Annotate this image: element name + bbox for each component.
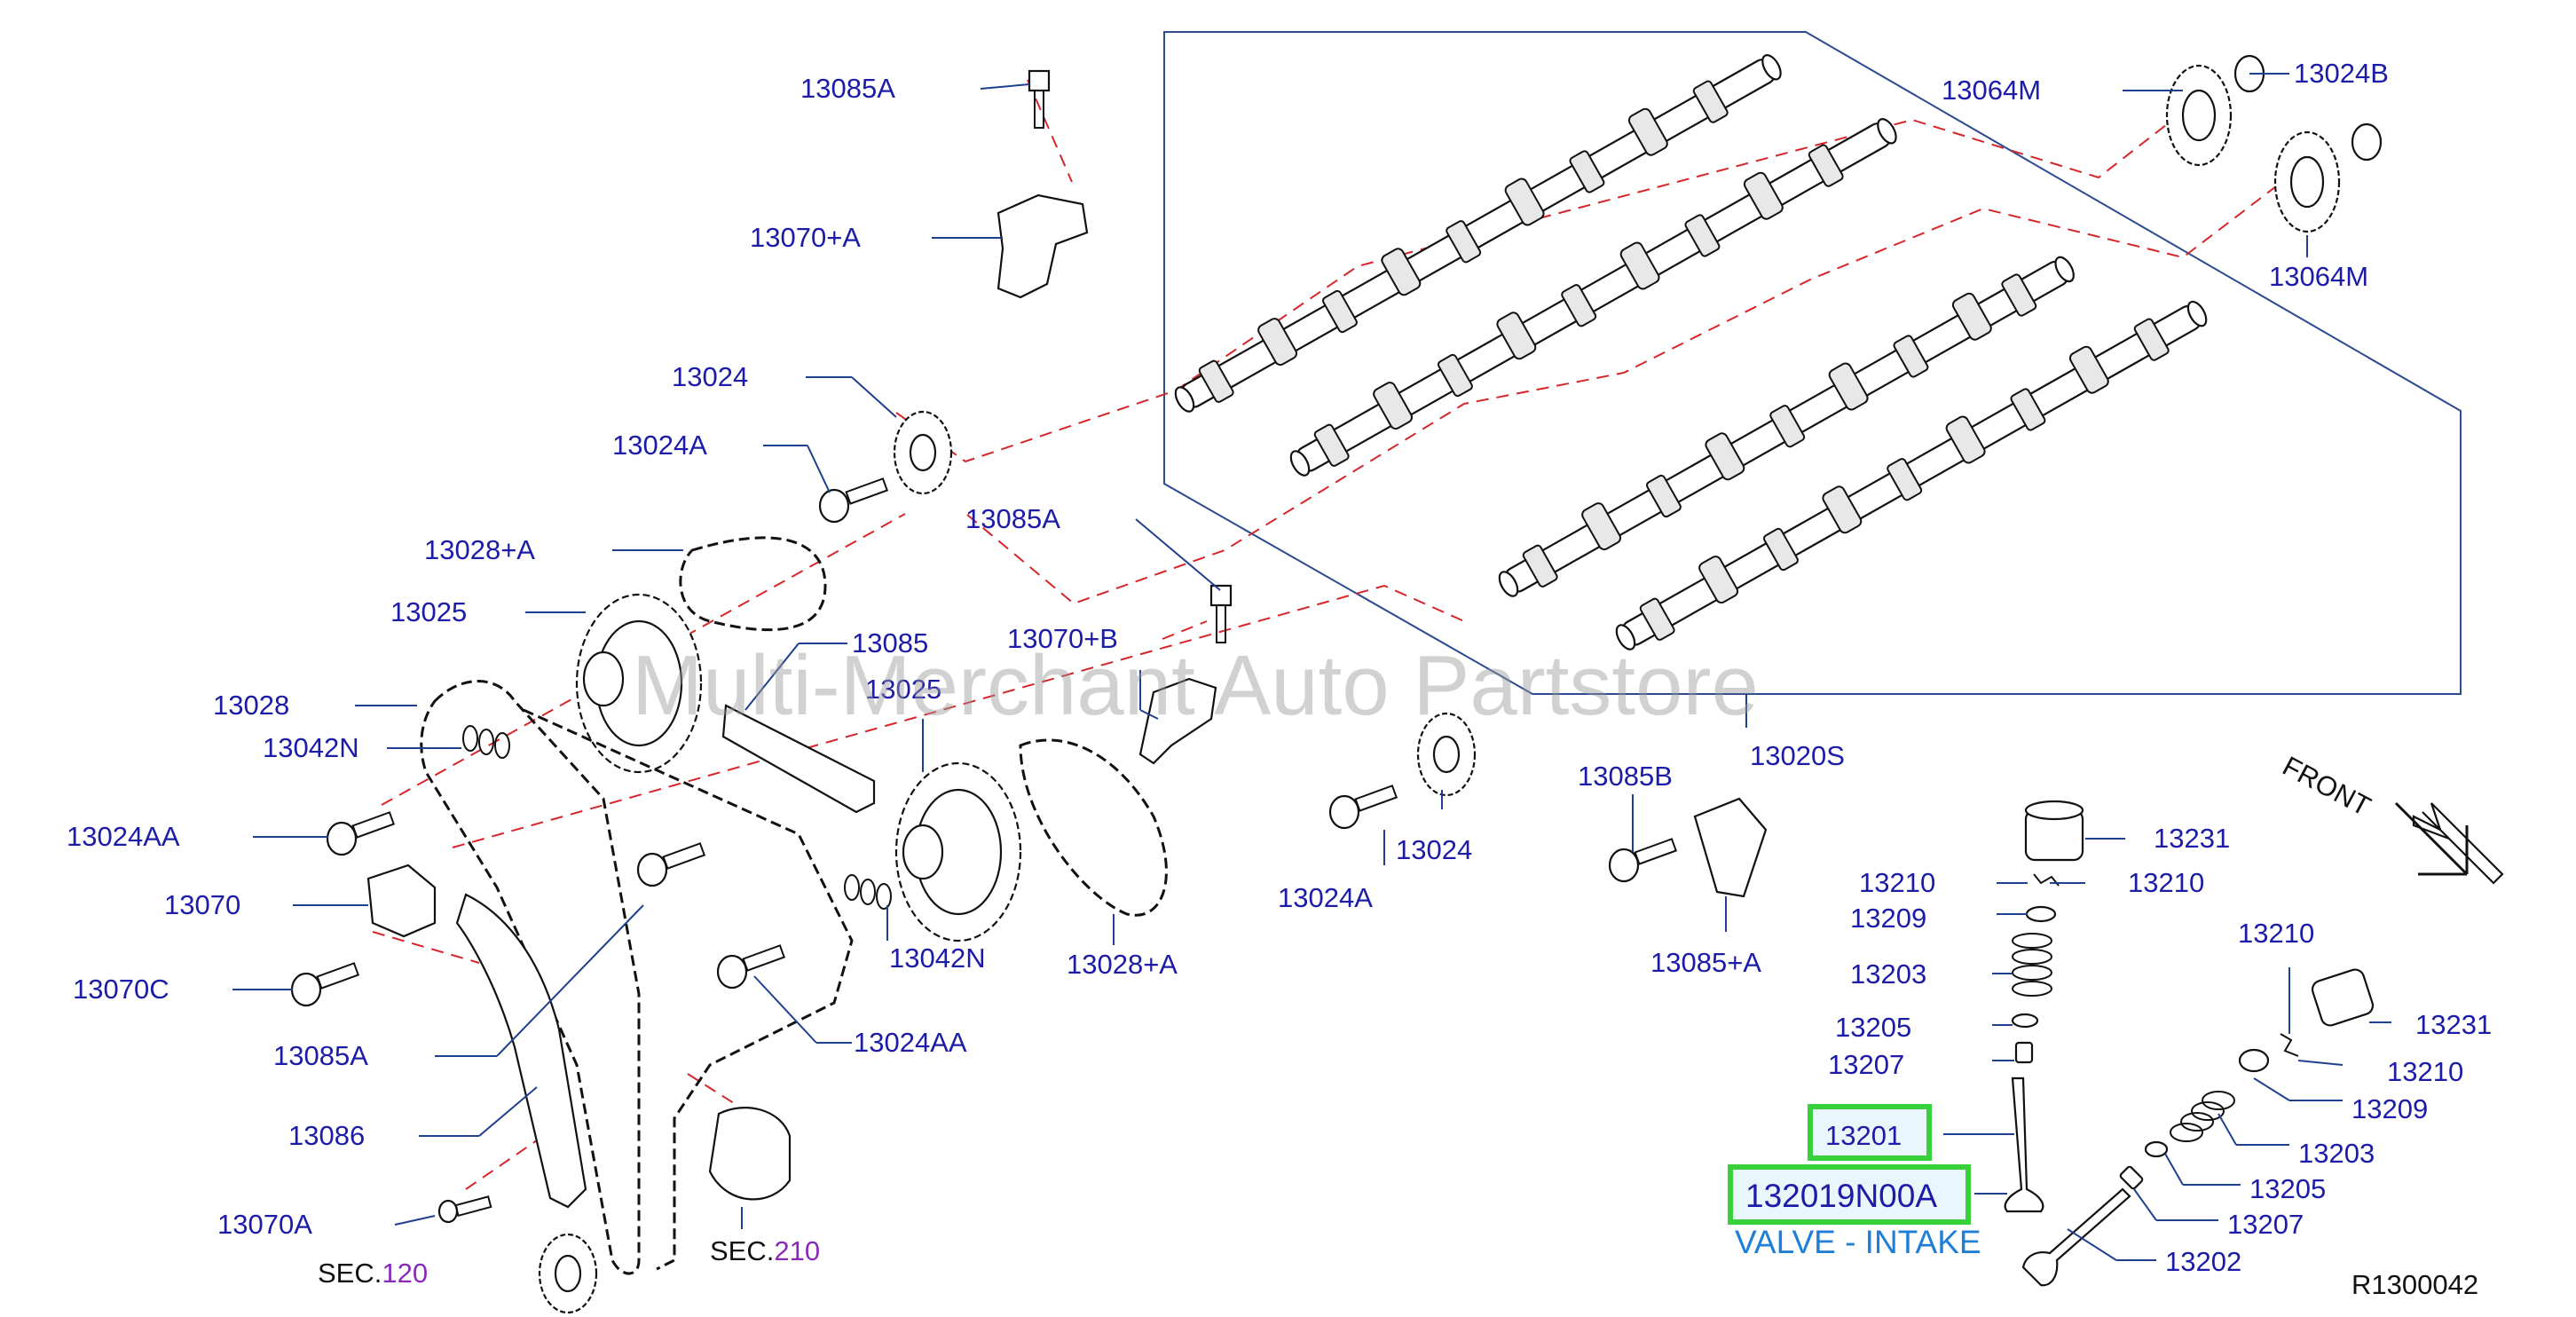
front-label: FRONT bbox=[2278, 750, 2376, 822]
chain-guide-sec210 bbox=[708, 1107, 792, 1201]
camshaft-3 bbox=[1498, 256, 2075, 597]
label-13203-lower[interactable]: 13203 bbox=[2298, 1138, 2375, 1169]
bolt-13070a bbox=[437, 1195, 492, 1224]
chain-guide-13085-upper bbox=[721, 704, 876, 814]
sec-210-ref[interactable]: SEC.210 bbox=[710, 1235, 820, 1266]
label-13025-top[interactable]: 13025 bbox=[390, 596, 467, 627]
callout-description: VALVE - INTAKE bbox=[1735, 1224, 1981, 1260]
timing-chains bbox=[420, 536, 1168, 1275]
highlight-box-13201[interactable] bbox=[1808, 1104, 1932, 1161]
highlight-box-partno-bg bbox=[1733, 1170, 1965, 1219]
camshaft-group-box bbox=[1163, 31, 2462, 695]
label-13209-lower[interactable]: 13209 bbox=[2351, 1093, 2428, 1124]
bolt-13085a-mid bbox=[1209, 584, 1233, 643]
camshaft-2 bbox=[1289, 118, 1897, 477]
label-13028[interactable]: 13028 bbox=[213, 690, 289, 721]
label-13085a-mid[interactable]: 13085A bbox=[965, 503, 1060, 534]
bolt-13024aa-left bbox=[326, 811, 396, 856]
bolt-13070c bbox=[290, 962, 360, 1007]
label-13042n-left[interactable]: 13042N bbox=[263, 732, 359, 763]
camshaft-1 bbox=[1174, 54, 1782, 413]
bolt-13024a-low bbox=[1328, 785, 1398, 830]
label-13024a-top[interactable]: 13024A bbox=[612, 430, 707, 461]
highlight-box-13201-bg bbox=[1813, 1109, 1926, 1155]
label-13085b[interactable]: 13085B bbox=[1578, 761, 1673, 792]
label-13205-upper[interactable]: 13205 bbox=[1835, 1012, 1911, 1043]
label-13085-plus-a[interactable]: 13085+A bbox=[1650, 947, 1761, 978]
part-labels: 13085A 13070+A 13064M 13024B 13064M 1302… bbox=[67, 58, 2492, 1277]
label-13207-upper[interactable]: 13207 bbox=[1828, 1049, 1904, 1080]
bolt-13085b bbox=[1608, 838, 1678, 883]
cam-sprocket-13064m-lower bbox=[2273, 122, 2383, 233]
cam-sprocket-13064m-upper bbox=[2165, 54, 2265, 167]
label-13085a-low[interactable]: 13085A bbox=[273, 1040, 368, 1071]
label-13209-upper[interactable]: 13209 bbox=[1850, 903, 1926, 934]
cam-gear-13025-upper bbox=[575, 593, 703, 774]
watermark: Multi-Merchant Auto Partstore bbox=[632, 638, 1759, 733]
tensioner-13070 bbox=[366, 864, 437, 938]
cam-gear-13025-lower bbox=[894, 761, 1022, 942]
seal-13042n-mid bbox=[844, 874, 892, 910]
tensioner-13070-plus-a bbox=[997, 193, 1089, 299]
camshaft-4 bbox=[1615, 300, 2208, 651]
idler-sprocket-13024-low bbox=[1416, 712, 1477, 797]
label-13020s[interactable]: 13020S bbox=[1750, 740, 1845, 771]
label-13028-plus-a-top[interactable]: 13028+A bbox=[424, 534, 535, 565]
valve-train-upper bbox=[2004, 800, 2084, 1213]
label-13070c[interactable]: 13070C bbox=[73, 974, 169, 1005]
bracket-13085-plus-a bbox=[1693, 797, 1768, 898]
callout-part-number[interactable]: 132019N00A bbox=[1745, 1178, 1937, 1214]
label-13024aa-left[interactable]: 13024AA bbox=[67, 821, 180, 852]
tensioner-13070-plus-b bbox=[1138, 677, 1217, 765]
leader-lines bbox=[232, 73, 2391, 1261]
centerlines bbox=[372, 79, 2277, 1190]
label-13070[interactable]: 13070 bbox=[164, 889, 240, 920]
valve-train-lower bbox=[2021, 968, 2375, 1287]
label-13024a-low[interactable]: 13024A bbox=[1278, 882, 1373, 913]
label-13028-plus-a-low[interactable]: 13028+A bbox=[1067, 949, 1178, 980]
bolt-13085a-top bbox=[1028, 69, 1051, 129]
label-13085[interactable]: 13085 bbox=[852, 627, 928, 658]
label-13024-top[interactable]: 13024 bbox=[672, 361, 748, 392]
label-13024-low[interactable]: 13024 bbox=[1396, 834, 1472, 865]
idler-sprocket-13024-top bbox=[893, 410, 953, 495]
label-13201[interactable]: 13201 bbox=[1825, 1120, 1902, 1151]
label-13064m-top[interactable]: 13064M bbox=[1942, 75, 2041, 106]
label-13202[interactable]: 13202 bbox=[2165, 1246, 2241, 1277]
label-13210-upper-right[interactable]: 13210 bbox=[2128, 867, 2204, 898]
label-13025-mid[interactable]: 13025 bbox=[865, 674, 941, 705]
label-13024b[interactable]: 13024B bbox=[2294, 58, 2389, 89]
slack-guide-13086 bbox=[455, 893, 587, 1209]
sec-120-ref[interactable]: SEC.120 bbox=[318, 1258, 428, 1289]
label-13231-lower[interactable]: 13231 bbox=[2415, 1009, 2492, 1040]
label-13231-upper[interactable]: 13231 bbox=[2154, 823, 2230, 854]
label-13064m-right[interactable]: 13064M bbox=[2269, 261, 2368, 292]
label-13042n-mid[interactable]: 13042N bbox=[889, 942, 986, 974]
label-13070-plus-a[interactable]: 13070+A bbox=[750, 222, 861, 253]
label-13070a[interactable]: 13070A bbox=[217, 1209, 312, 1240]
label-13210-lower-top[interactable]: 13210 bbox=[2238, 918, 2314, 949]
diagram-reference-number: R1300042 bbox=[2351, 1269, 2478, 1300]
label-13203-upper[interactable]: 13203 bbox=[1850, 958, 1926, 990]
label-13086[interactable]: 13086 bbox=[288, 1120, 365, 1151]
seal-13042n-left bbox=[462, 725, 510, 759]
front-arrow-icon bbox=[2394, 801, 2504, 885]
label-13210-upper-left[interactable]: 13210 bbox=[1859, 867, 1935, 898]
bolt-13024aa-mid bbox=[716, 944, 786, 990]
bolt-13085a-low bbox=[636, 842, 706, 887]
label-13205-lower[interactable]: 13205 bbox=[2249, 1173, 2326, 1204]
highlight-box-partno[interactable] bbox=[1728, 1164, 1971, 1225]
label-13024aa-mid[interactable]: 13024AA bbox=[854, 1027, 967, 1058]
label-13210-lower-right[interactable]: 13210 bbox=[2387, 1056, 2463, 1087]
bolt-13024a-top bbox=[818, 477, 889, 524]
label-13207-lower[interactable]: 13207 bbox=[2227, 1209, 2304, 1240]
label-13085a-top[interactable]: 13085A bbox=[800, 73, 895, 104]
crank-sprocket-sec120 bbox=[538, 1233, 598, 1314]
label-13070-plus-b[interactable]: 13070+B bbox=[1007, 623, 1118, 654]
